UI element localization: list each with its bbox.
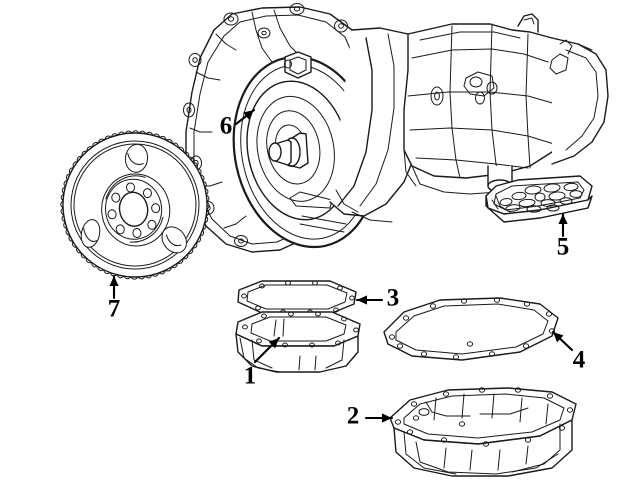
ring-gear-tooth — [97, 265, 105, 272]
ring-gear-tooth — [80, 252, 87, 259]
ring-gear-tooth — [71, 241, 78, 248]
ring-gear-tooth — [137, 275, 146, 280]
ring-gear-tooth — [65, 228, 71, 236]
oil-pan-gasket-large — [383, 297, 559, 361]
oil-pan-gasket-small — [237, 280, 357, 315]
callout-number-1: 1 — [244, 363, 257, 390]
flywheel-flexplate — [60, 130, 210, 280]
ring-gear-tooth — [138, 130, 147, 135]
ring-gear-tooth — [117, 131, 126, 136]
transmission-oil-pan-shallow — [235, 311, 361, 373]
bell-housing-boss — [284, 51, 312, 79]
callout-arrowhead — [268, 338, 279, 349]
ring-gear-tooth — [171, 262, 178, 269]
ring-gear-tooth — [60, 193, 65, 202]
ring-gear-tooth — [191, 241, 198, 249]
ring-gear-tooth — [204, 215, 209, 224]
ring-gear-tooth — [206, 201, 210, 210]
callout-group: 1 2 3 4 5 6 7 — [108, 108, 586, 430]
ring-gear-tooth — [60, 200, 64, 209]
ring-gear-tooth — [85, 257, 93, 264]
ring-gear-tooth — [81, 150, 88, 157]
converter-hub — [268, 132, 309, 169]
callout-number-3: 3 — [387, 285, 400, 312]
ring-gear-tooth — [145, 131, 154, 136]
callout-2: 2 — [347, 403, 394, 430]
ring-gear-tooth — [176, 258, 184, 264]
ring-gear-tooth — [91, 261, 99, 268]
ring-gear-tooth — [158, 269, 166, 275]
transmission-oil-pan-deep — [389, 387, 577, 477]
transmission-case-assembly — [183, 3, 609, 253]
ring-gear-tooth — [183, 151, 190, 158]
ring-gear-tooth — [205, 194, 210, 203]
ring-gear-tooth — [159, 135, 167, 141]
ring-gear-tooth — [171, 142, 179, 149]
ring-gear-tooth — [202, 180, 207, 189]
ring-gear-tooth — [130, 276, 139, 280]
ring-gear-tooth — [68, 167, 75, 175]
callout-arrowhead — [382, 413, 392, 423]
callout-number-5: 5 — [557, 234, 570, 261]
ring-gear-tooth — [164, 266, 173, 272]
ring-gear-tooth — [165, 138, 173, 145]
ring-gear-tooth — [104, 135, 112, 141]
ring-gear-tooth — [195, 235, 202, 243]
callout-3: 3 — [355, 285, 400, 312]
ring-gear-tooth — [103, 269, 111, 275]
callout-7: 7 — [108, 274, 121, 323]
ring-gear-tooth — [199, 174, 205, 182]
ring-gear-tooth — [204, 187, 209, 196]
ring-gear-tooth — [92, 141, 99, 148]
ring-gear-tooth — [205, 208, 210, 217]
callout-arrowhead — [553, 332, 564, 343]
ring-gear-tooth — [192, 162, 199, 169]
transmission-fluid-filter — [485, 175, 593, 223]
ring-gear-tooth — [131, 130, 140, 134]
ring-gear-tooth — [199, 229, 205, 237]
ring-gear-tooth — [188, 156, 194, 164]
callout-arrowhead — [243, 110, 254, 120]
ring-gear-tooth — [86, 146, 94, 152]
ring-gear-tooth — [144, 274, 153, 279]
ring-gear-tooth — [97, 138, 106, 144]
callout-arrowhead — [109, 276, 119, 286]
callout-4: 4 — [551, 330, 586, 374]
ring-gear-tooth — [65, 173, 71, 181]
ring-gear-tooth — [61, 214, 66, 223]
ring-gear-tooth — [68, 234, 74, 243]
ring-gear-tooth — [152, 133, 161, 138]
callout-number-2: 2 — [347, 403, 360, 430]
callout-arrowhead — [558, 214, 568, 224]
callout-6: 6 — [220, 108, 256, 140]
ring-gear-tooth — [116, 274, 125, 279]
callout-arrowhead — [357, 295, 367, 305]
callout-5: 5 — [557, 212, 570, 261]
ring-gear-tooth — [187, 247, 194, 255]
ring-gear-tooth — [76, 155, 83, 163]
ring-gear-tooth — [202, 222, 207, 231]
ring-gear-tooth — [76, 246, 82, 254]
ring-gear-tooth — [124, 130, 133, 135]
callout-number-6: 6 — [220, 113, 233, 140]
callout-number-7: 7 — [108, 296, 121, 323]
ring-gear-tooth — [61, 186, 66, 195]
ring-gear-tooth — [72, 161, 79, 169]
callout-1: 1 — [244, 336, 281, 390]
ring-gear-tooth — [151, 272, 160, 277]
ring-gear-tooth — [123, 275, 132, 280]
ring-gear-tooth — [196, 167, 202, 176]
ring-gear-tooth — [63, 221, 68, 230]
callout-number-4: 4 — [573, 347, 586, 374]
ring-gear-tooth — [60, 207, 65, 216]
ring-gear-tooth — [182, 253, 189, 260]
flexplate-hub — [101, 173, 171, 247]
ring-gear-tooth — [177, 146, 185, 153]
ring-gear-tooth — [110, 133, 119, 138]
ring-gear-tooth — [63, 179, 68, 188]
ring-gear-tooth — [109, 272, 118, 277]
